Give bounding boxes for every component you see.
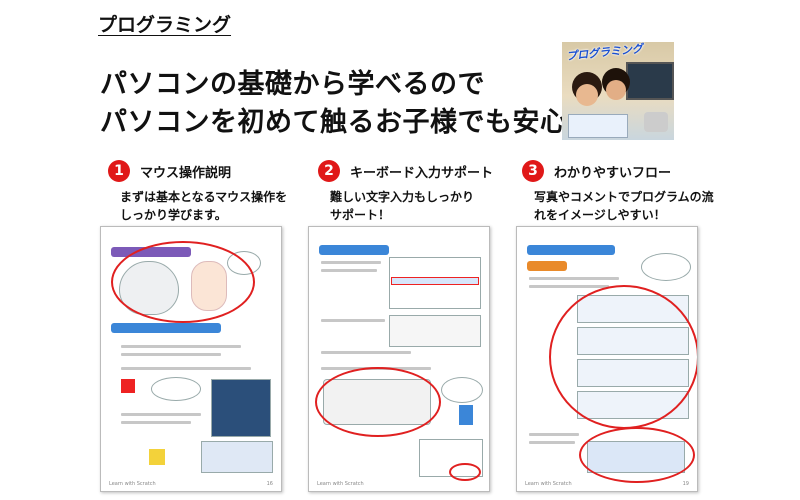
speech-bubble <box>151 377 201 401</box>
feature-number-badge: 2 <box>318 160 340 182</box>
robot-image <box>644 112 668 132</box>
feature-title: キーボード入力サポート <box>350 166 494 181</box>
feature-description: 写真やコメントでプログラムの流 れをイメージしやすい！ <box>534 190 714 222</box>
dialog-screenshot <box>389 315 481 347</box>
highlight-circle <box>549 285 697 429</box>
feature-number-badge: 3 <box>522 160 544 182</box>
speech-bubble <box>441 377 483 403</box>
screen-thumbnail <box>201 441 273 473</box>
highlight-circle <box>579 427 695 483</box>
speech-bubble <box>641 253 691 281</box>
feature-description: まずは基本となるマウス操作を しっかり学びます。 <box>120 190 288 222</box>
section-band <box>319 245 389 255</box>
highlight-circle <box>111 241 255 323</box>
section-band <box>111 323 221 333</box>
feature-number-badge: 1 <box>108 160 130 182</box>
feature-description: 難しい文字入力もしっかり サポート！ <box>330 190 475 222</box>
character-icon <box>459 405 473 425</box>
section-band <box>527 245 615 255</box>
textbook-page-mouse: Learn with Scratch 16 <box>100 226 282 492</box>
textbook-page-flow: Learn with Scratch 19 <box>516 226 698 492</box>
headline-line-2: パソコンを初めて触るお子様でも安心！ <box>100 107 595 138</box>
character-icon <box>121 379 135 393</box>
character-icon <box>149 449 165 465</box>
headline-line-1: パソコンの基礎から学べるので <box>100 69 485 100</box>
code-blocks-image <box>568 114 628 138</box>
highlight-circle <box>315 367 441 437</box>
software-screenshot <box>211 379 271 437</box>
menu-highlight <box>391 277 479 285</box>
highlight-circle <box>449 463 481 481</box>
page-title: プログラミング <box>98 14 232 36</box>
feature-title: マウス操作説明 <box>140 166 232 181</box>
feature-title: わかりやすいフロー <box>554 166 672 181</box>
textbook-page-keyboard: Learn with Scratch <box>308 226 490 492</box>
mission-label <box>527 261 567 271</box>
programming-class-photo: プログラミング <box>562 42 674 140</box>
